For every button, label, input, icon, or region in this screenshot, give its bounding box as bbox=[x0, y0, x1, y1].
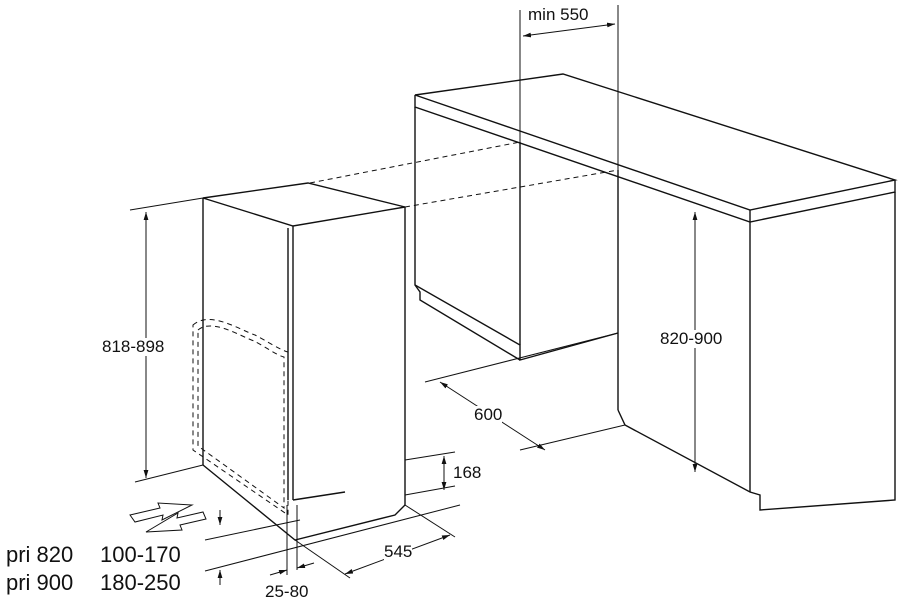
dishwasher-dimensions bbox=[129, 197, 461, 585]
kitchen-cabinet bbox=[414, 5, 898, 511]
appliance-height-label: 818-898 bbox=[102, 337, 165, 356]
worktop-height-label: 820-900 bbox=[660, 329, 723, 348]
projection-line bbox=[404, 169, 619, 208]
plinth-row-label: pri 900 bbox=[6, 570, 74, 595]
slide-in-arrows-icon bbox=[129, 502, 207, 533]
niche-depth-label: 600 bbox=[474, 405, 503, 424]
plinth-row-range: 100-170 bbox=[100, 542, 181, 567]
niche-width-label: min 550 bbox=[528, 5, 589, 24]
plinth-height-label: 168 bbox=[453, 463, 482, 482]
appliance-depth-label: 545 bbox=[384, 542, 413, 561]
door-offset-label: 25-80 bbox=[265, 582, 309, 601]
dishwasher bbox=[192, 182, 406, 541]
plinth-row-label: pri 820 bbox=[6, 542, 74, 567]
plinth-row-range: 180-250 bbox=[100, 570, 181, 595]
